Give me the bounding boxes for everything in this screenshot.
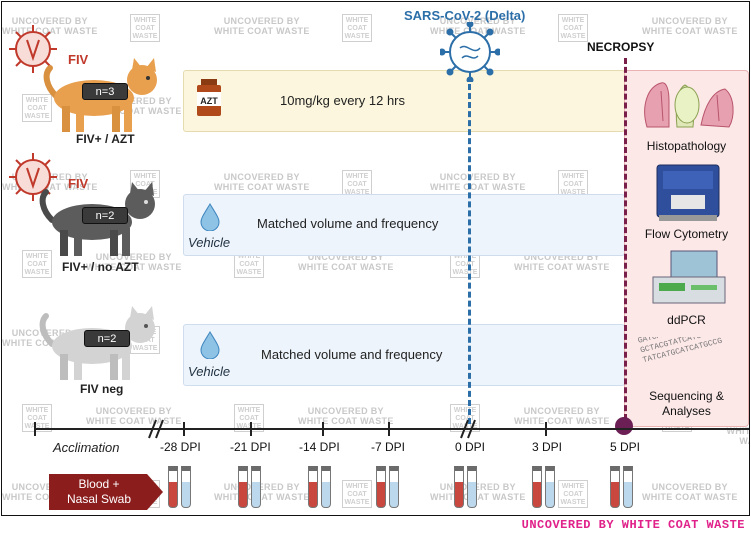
axis-break [458, 418, 478, 445]
analysis-label-ddpcr: ddPCR [667, 313, 706, 327]
watermark-text: UNCOVERED BY WHITE COAT WASTE [514, 252, 610, 272]
timeline-tick [183, 422, 185, 436]
dna-sequence-icon: GATCATGCGCCTATACT GCTACGTATCATGCGCC TATC… [637, 337, 747, 377]
group-label-fiv-no-azt: FIV+ / no AZT [62, 260, 139, 274]
vehicle-label: Vehicle [188, 364, 231, 379]
sample-tube [181, 466, 191, 508]
watermark-logo: WHITE COAT WASTE [558, 480, 588, 508]
watermark-text: UNCOVERED BY WHITE COAT WASTE [430, 482, 526, 502]
sample-tube [376, 466, 386, 508]
analysis-label-histopathology: Histopathology [646, 139, 727, 153]
watermark-text: UNCOVERED BY WHITE COAT WASTE [514, 406, 610, 426]
watermark-logo: WHITE COAT WASTE [22, 250, 52, 278]
timeline-tick [34, 422, 36, 436]
diagram-frame: UNCOVERED BY WHITE COAT WASTE WHITE COAT … [1, 1, 750, 516]
dpi-label: 0 DPI [455, 440, 486, 454]
watermark-logo: WHITE COAT WASTE [22, 404, 52, 432]
fiv-tag: FIV [68, 52, 89, 67]
watermark-text: UNCOVERED BY WHITE COAT WASTE [430, 16, 526, 36]
timeline-tick [322, 422, 324, 436]
sample-tube [389, 466, 399, 508]
sample-tube [623, 466, 633, 508]
droplet-icon [200, 203, 220, 236]
watermark-logo: WHITE COAT WASTE [130, 14, 160, 42]
azt-dose-text: 10mg/kg every 12 hrs [280, 93, 406, 108]
dpi-label: 5 DPI [610, 440, 641, 454]
azt-treatment-band: AZT 10mg/kg every 12 hrs [183, 70, 625, 132]
necropsy-panel: Histopathology Flow Cytometry ddPCR GATC… [624, 70, 749, 427]
flow-cytometer-icon [655, 159, 725, 228]
sample-tube [308, 466, 318, 508]
group-size-badge: n=3 [82, 83, 128, 100]
sample-tube [168, 466, 178, 508]
timeline-tick [250, 422, 252, 436]
timeline-tick [388, 422, 390, 436]
infection-dashed-line [468, 84, 471, 424]
sample-tube [238, 466, 248, 508]
vehicle-band-2: Vehicle Matched volume and frequency [183, 324, 625, 386]
sample-tube [532, 466, 542, 508]
dpi-label: 3 DPI [532, 440, 563, 454]
fiv-tag: FIV [68, 176, 89, 191]
watermark-logo: WHITE COAT WASTE [22, 94, 52, 122]
analysis-label-flow-cytometry: Flow Cytometry [644, 227, 729, 241]
analysis-label-sequencing: Sequencing & Analyses [649, 389, 724, 418]
vehicle-text: Matched volume and frequency [257, 216, 439, 231]
sample-tube [251, 466, 261, 508]
lungs-icon [639, 77, 739, 138]
group-label-fiv-azt: FIV+ / AZT [76, 132, 135, 146]
sample-tube [321, 466, 331, 508]
necropsy-marker [615, 417, 633, 435]
sample-tube [610, 466, 620, 508]
acclimation-label: Acclimation [53, 440, 120, 455]
blood-nasal-swab-arrow: Blood + Nasal Swab [49, 474, 165, 510]
dpi-label: -28 DPI [160, 440, 201, 454]
watermark-text: UNCOVERED BY WHITE COAT WASTE [214, 482, 310, 502]
vehicle-band-1: Vehicle Matched volume and frequency [183, 194, 625, 256]
group-size-badge: n=2 [82, 207, 128, 224]
dpi-label: -21 DPI [230, 440, 271, 454]
azt-badge-text: AZT [200, 96, 218, 106]
dpi-label: -7 DPI [371, 440, 406, 454]
vehicle-text: Matched volume and frequency [261, 347, 443, 362]
vehicle-label: Vehicle [188, 235, 231, 250]
fiv-virus-icon [8, 24, 58, 79]
fiv-virus-icon [8, 152, 58, 207]
sars-cov-2-title: SARS-CoV-2 (Delta) [404, 8, 526, 23]
watermark-text: UNCOVERED BY WHITE COAT WASTE [298, 252, 394, 272]
necropsy-dashed-line [624, 58, 627, 420]
timeline-axis [34, 428, 749, 430]
necropsy-title: NECROPSY [587, 40, 655, 54]
watermark-logo: WHITE COAT WASTE [234, 404, 264, 432]
watermark-text: UNCOVERED BY WHITE COAT WASTE [298, 406, 394, 426]
timeline-tick [545, 422, 547, 436]
azt-bottle-icon: AZT [196, 79, 222, 117]
watermark-text: UNCOVERED BY WHITE COAT WASTE [642, 16, 738, 36]
watermark-text: UNCOVERED BY WHITE COAT WASTE [214, 16, 310, 36]
watermark-logo: WHITE COAT WASTE [342, 14, 372, 42]
axis-break [146, 418, 166, 445]
sample-tube [467, 466, 477, 508]
group-size-badge: n=2 [84, 330, 130, 347]
watermark-text: UNCOVERED BY WHITE COAT WASTE [214, 172, 310, 192]
watermark-text: UNCOVERED BY WHITE COAT WASTE [86, 252, 182, 272]
sample-tube [545, 466, 555, 508]
ddpcr-instrument-icon [649, 249, 729, 316]
watermark-text: UNCOVERED BY WHITE COAT WASTE [430, 172, 526, 192]
sample-tube [454, 466, 464, 508]
sequence-text: GATCATGCGCCTATACT GCTACGTATCATGCGCC TATC… [637, 337, 724, 366]
watermark-logo: WHITE COAT WASTE [342, 480, 372, 508]
droplet-icon [200, 331, 220, 364]
watermark-logo: WHITE COAT WASTE [558, 14, 588, 42]
sars-cov-2-virus-icon [438, 20, 502, 87]
watermark-text: UNCOVERED BY WHITE COAT WASTE [86, 406, 182, 426]
group-label-fiv-neg: FIV neg [80, 382, 124, 396]
dpi-label: -14 DPI [299, 440, 340, 454]
blood-nasal-swab-label: Blood + Nasal Swab [66, 477, 132, 506]
watermark-text: UNCOVERED BY WHITE COAT WASTE [642, 482, 738, 502]
watermark-text: UNCOVERED BY WHITE COAT WASTE [2, 16, 98, 36]
watermark-footer: UNCOVERED BY WHITE COAT WASTE [521, 518, 745, 532]
